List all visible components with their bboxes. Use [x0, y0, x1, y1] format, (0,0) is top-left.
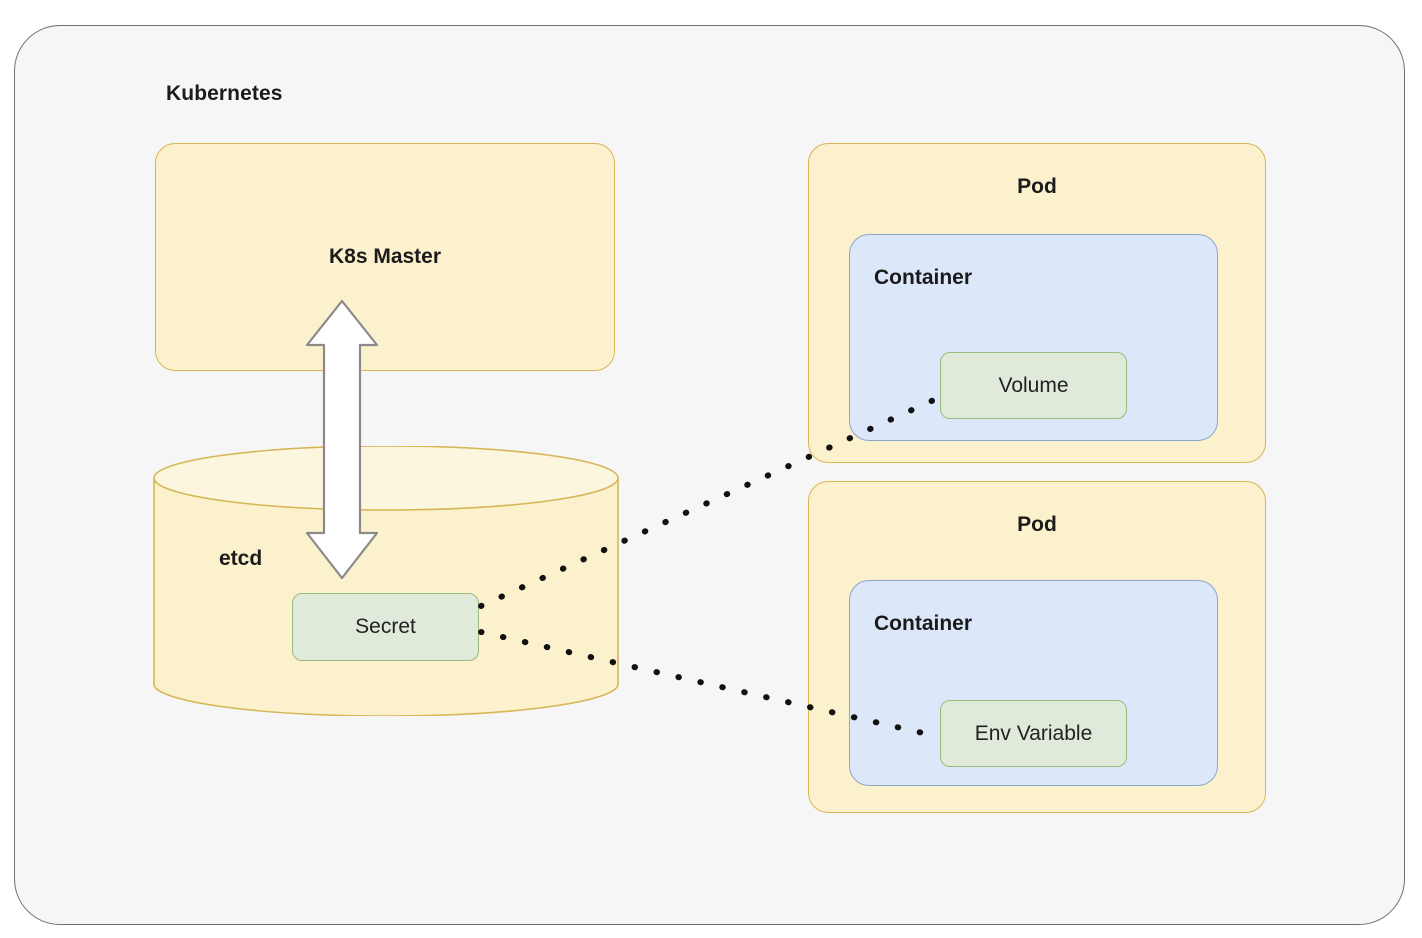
pod-1-label: Pod [1017, 175, 1057, 198]
container-1-label: Container [874, 266, 973, 289]
volume-resource[interactable]: Volume [940, 352, 1127, 419]
k8s-master-node[interactable]: K8s Master [155, 143, 615, 371]
env-variable-label: Env Variable [974, 721, 1093, 745]
etcd-label: etcd [219, 547, 263, 570]
etcd-cylinder-shape [153, 446, 619, 716]
secret-resource[interactable]: Secret [292, 593, 479, 661]
volume-label: Volume [998, 373, 1069, 397]
container-2-label: Container [874, 612, 973, 635]
etcd-datastore[interactable]: etcd [153, 446, 619, 716]
k8s-master-label: K8s Master [328, 245, 442, 268]
secret-label: Secret [355, 615, 416, 638]
pod-2-label: Pod [1017, 513, 1057, 536]
kubernetes-title: Kubernetes [166, 82, 283, 105]
env-variable-resource[interactable]: Env Variable [940, 700, 1127, 767]
